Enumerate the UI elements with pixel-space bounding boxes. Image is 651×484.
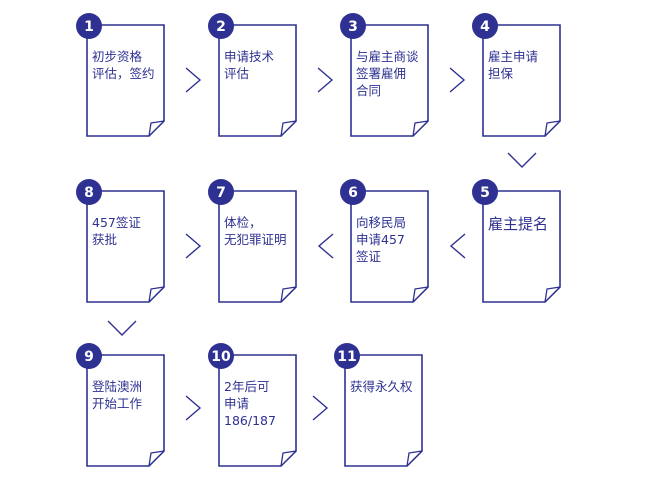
- step-card-7: 7 体检， 无犯罪证明: [208, 179, 297, 303]
- badge-circle: [334, 343, 360, 369]
- arrow-4-5-chevron-icon: [507, 152, 537, 168]
- step-card-5: 5 雇主提名: [472, 179, 561, 303]
- step-label-line: 457签证: [92, 215, 141, 230]
- step-card-11: 11 获得永久权: [334, 343, 423, 467]
- step-label-line: 签署雇佣: [356, 66, 406, 81]
- step-label-line: 开始工作: [92, 396, 143, 411]
- step-label-line: 担保: [488, 66, 514, 81]
- arrow-6-7-chevron-icon: [317, 233, 334, 259]
- page-fold-icon: [280, 286, 297, 303]
- page-fold-icon: [280, 450, 297, 467]
- arrow-3-4-chevron-icon: [449, 67, 466, 93]
- step-number-badge: 1: [76, 13, 102, 39]
- card-outline: [482, 190, 561, 303]
- step-label-line: 186/187: [224, 413, 276, 428]
- step-label-line: 雇主提名: [488, 215, 548, 233]
- page-fold-icon: [544, 286, 561, 303]
- step-number-badge: 7: [208, 179, 234, 205]
- badge-circle: [340, 13, 366, 39]
- step-number: 8: [84, 185, 94, 201]
- step-label-line: 评估: [224, 66, 249, 81]
- badge-circle: [472, 179, 498, 205]
- page-fold-icon: [148, 120, 165, 137]
- step-number: 11: [337, 349, 356, 365]
- badge-circle: [208, 343, 234, 369]
- step-number-badge: 8: [76, 179, 102, 205]
- step-number: 1: [84, 19, 94, 35]
- step-number-badge: 9: [76, 343, 102, 369]
- page-fold-icon: [148, 286, 165, 303]
- step-number-badge: 10: [208, 343, 234, 369]
- step-label-line: 获得永久权: [350, 379, 413, 394]
- badge-circle: [76, 343, 102, 369]
- step-number-badge: 6: [340, 179, 366, 205]
- step-label-line: 申请457: [356, 232, 405, 247]
- step-label-line: 合同: [356, 83, 381, 98]
- page-fold-icon: [412, 286, 429, 303]
- step-label-line: 雇主申请: [488, 49, 538, 64]
- step-number-badge: 3: [340, 13, 366, 39]
- page-fold-icon: [148, 450, 165, 467]
- badge-circle: [76, 179, 102, 205]
- arrow-2-3-chevron-icon: [317, 67, 334, 93]
- step-label-line: 2年后可: [224, 379, 269, 394]
- step-label-line: 评估，签约: [92, 66, 155, 81]
- page-fold-icon: [406, 450, 423, 467]
- step-label-line: 向移民局: [356, 215, 406, 230]
- page-fold-icon: [544, 120, 561, 137]
- step-number-badge: 5: [472, 179, 498, 205]
- step-number: 4: [480, 19, 490, 35]
- badge-circle: [76, 13, 102, 39]
- step-number: 2: [216, 19, 226, 35]
- step-label-line: 申请技术: [224, 49, 275, 64]
- step-number-badge: 4: [472, 13, 498, 39]
- arrow-9-10-chevron-icon: [185, 395, 202, 421]
- step-number: 6: [348, 185, 358, 201]
- step-label-line: 签证: [356, 249, 382, 264]
- step-number: 3: [348, 19, 358, 35]
- arrow-10-11-chevron-icon: [312, 395, 329, 421]
- step-number: 5: [480, 185, 490, 201]
- arrow-5-6-chevron-icon: [449, 233, 466, 259]
- badge-circle: [340, 179, 366, 205]
- step-number: 7: [216, 185, 226, 201]
- step-label-line: 体检，: [224, 215, 262, 230]
- step-number-badge: 11: [334, 343, 360, 369]
- badge-circle: [208, 179, 234, 205]
- step-label-line: 初步资格: [92, 49, 143, 64]
- step-label-line: 申请: [224, 396, 249, 411]
- step-label-line: 与雇主商谈: [356, 49, 419, 64]
- step-number: 9: [84, 349, 94, 365]
- arrow-1-2-chevron-icon: [185, 67, 202, 93]
- arrow-8-9-chevron-icon: [107, 320, 137, 336]
- step-number: 10: [211, 349, 231, 365]
- page-fold-icon: [412, 120, 429, 137]
- step-number-badge: 2: [208, 13, 234, 39]
- badge-circle: [472, 13, 498, 39]
- badge-circle: [208, 13, 234, 39]
- card-outline: [344, 354, 423, 467]
- step-label-line: 无犯罪证明: [224, 232, 287, 247]
- arrow-7-8-chevron-icon: [185, 233, 202, 259]
- step-label-line: 获批: [92, 232, 117, 247]
- page-fold-icon: [280, 120, 297, 137]
- step-label-line: 登陆澳洲: [92, 379, 142, 394]
